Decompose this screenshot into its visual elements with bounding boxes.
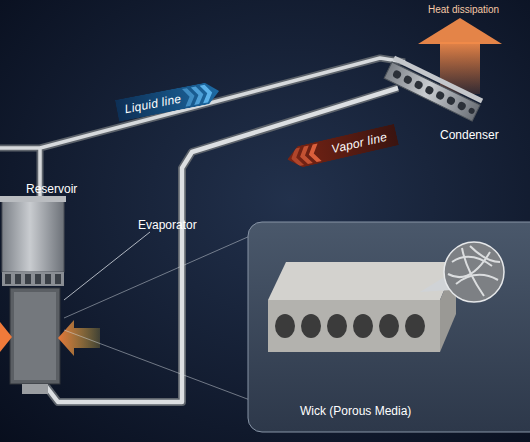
callout-panel-box: Wick (Porous Media): [248, 222, 530, 432]
leader-lines: [64, 232, 250, 400]
part-label: Evaporator: [138, 218, 197, 232]
panel-caption: Wick (Porous Media): [300, 404, 411, 418]
wick-block: [268, 262, 456, 352]
sem-inset: [420, 242, 504, 302]
part-label: Reservoir: [26, 182, 77, 196]
reservoir-evaporator: [0, 196, 66, 394]
part-label: Heat dissipation: [428, 4, 499, 15]
callout-panel: [248, 222, 530, 432]
part-label: Condenser: [440, 128, 499, 142]
condenser-body: [384, 56, 483, 121]
